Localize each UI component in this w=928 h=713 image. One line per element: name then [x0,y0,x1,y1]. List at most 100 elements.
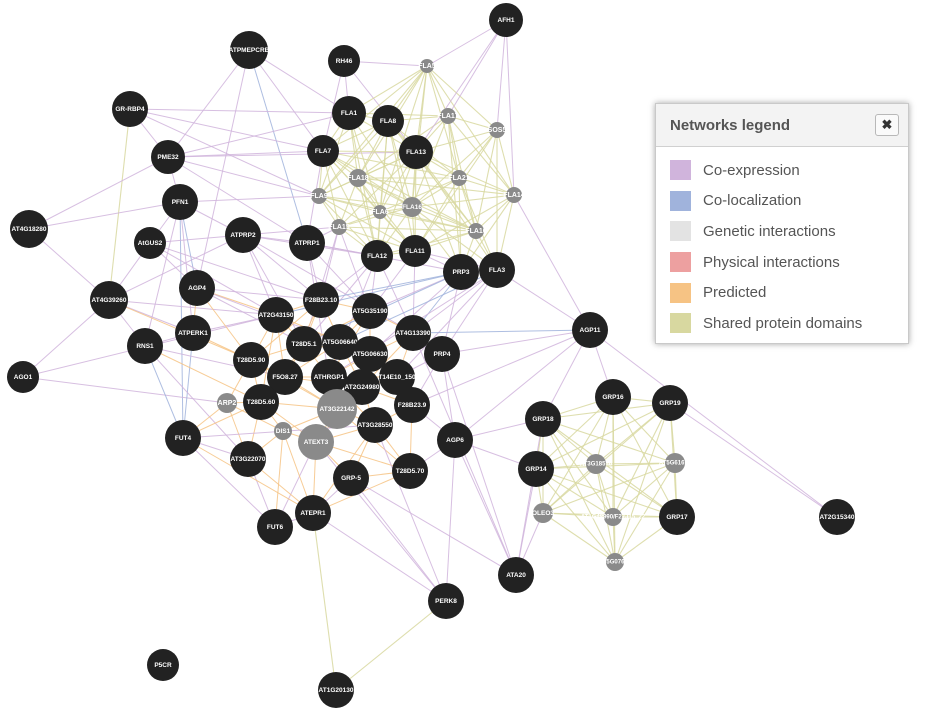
gene-node[interactable]: FLA21 [448,170,470,186]
gene-node[interactable]: AGP6 [437,422,473,458]
node-circle[interactable] [311,359,347,395]
node-circle[interactable] [179,270,215,306]
node-circle[interactable] [331,219,347,235]
gene-node[interactable]: P5CR [147,649,179,681]
gene-node[interactable]: FLA18 [347,169,369,187]
gene-node[interactable]: FLA6 [371,205,389,219]
node-circle[interactable] [322,324,358,360]
gene-node[interactable]: ATPERK1 [175,315,211,351]
node-circle[interactable] [357,407,393,443]
node-circle[interactable] [525,401,561,437]
gene-node[interactable]: AT3G22142 [317,389,357,429]
gene-node[interactable]: AT3G18570 [580,454,613,474]
node-circle[interactable] [295,495,331,531]
node-circle[interactable] [399,135,433,169]
gene-node[interactable]: RH46 [328,45,360,77]
gene-node[interactable]: FLA17 [437,108,459,124]
gene-node[interactable]: AGO1 [7,361,39,393]
node-circle[interactable] [127,328,163,364]
node-circle[interactable] [402,197,422,217]
node-circle[interactable] [233,342,269,378]
node-circle[interactable] [332,96,366,130]
gene-node[interactable]: AT4G18280 [10,210,48,248]
gene-node[interactable]: FLA14 [503,187,525,203]
gene-node[interactable]: AT3G28550 [357,407,393,443]
gene-node[interactable]: FLA12 [361,240,393,272]
node-circle[interactable] [372,105,404,137]
gene-node[interactable]: F5O8.27 [267,359,303,395]
gene-node[interactable]: T28D5.1 [286,326,322,362]
node-circle[interactable] [311,188,327,204]
node-circle[interactable] [303,282,339,318]
node-circle[interactable] [606,553,624,571]
gene-node[interactable]: OLEO3 [532,503,554,523]
node-circle[interactable] [90,281,128,319]
node-circle[interactable] [595,379,631,415]
gene-node[interactable]: ATPMEPCRB [229,31,270,69]
node-circle[interactable] [498,557,534,593]
gene-node[interactable]: ATPRP2 [225,217,261,253]
node-circle[interactable] [147,649,179,681]
node-circle[interactable] [10,210,48,248]
gene-node[interactable]: AFH1 [489,3,523,37]
gene-node[interactable]: ATA20 [498,557,534,593]
gene-node[interactable]: AGP11 [572,312,608,348]
networks-legend-panel[interactable]: Networks legend ✖ Co-expression Co-local… [655,103,909,344]
gene-node[interactable]: T28D5.60 [243,384,279,420]
node-circle[interactable] [395,315,431,351]
gene-node[interactable]: FLA9 [310,188,328,204]
gene-node[interactable]: FLA15 [328,219,350,235]
node-circle[interactable] [399,235,431,267]
gene-node[interactable]: PERK8 [428,583,464,619]
node-circle[interactable] [394,387,430,423]
gene-node[interactable]: FLA16 [402,197,422,217]
node-circle[interactable] [352,293,388,329]
node-circle[interactable] [257,509,293,545]
node-circle[interactable] [217,393,237,413]
node-circle[interactable] [165,420,201,456]
node-circle[interactable] [373,205,387,219]
node-circle[interactable] [298,424,334,460]
node-circle[interactable] [134,227,166,259]
node-circle[interactable] [518,451,554,487]
gene-node[interactable]: ATHRGP1 [311,359,347,395]
node-circle[interactable] [479,252,515,288]
node-circle[interactable] [468,223,484,239]
gene-node[interactable]: PME32 [151,140,185,174]
gene-node[interactable]: AT5G06630 [352,336,388,372]
node-circle[interactable] [489,122,505,138]
node-circle[interactable] [352,336,388,372]
gene-node[interactable]: AT4G13390 [395,315,431,351]
node-circle[interactable] [225,217,261,253]
gene-node[interactable]: GRP18 [525,401,561,437]
node-circle[interactable] [274,422,292,440]
close-icon[interactable]: ✖ [875,114,899,136]
gene-node[interactable]: ARP2 [217,393,237,413]
node-circle[interactable] [586,454,606,474]
gene-node[interactable]: FLA1 [332,96,366,130]
gene-node[interactable]: AT1G48990/F27J15_22 [581,508,646,526]
gene-node[interactable]: GRP19 [652,385,688,421]
gene-node[interactable]: AT2G15340 [819,499,855,535]
gene-node[interactable]: F28B23.9 [394,387,430,423]
node-circle[interactable] [451,170,467,186]
gene-node[interactable]: GRP17 [659,499,695,535]
node-circle[interactable] [440,108,456,124]
gene-node[interactable]: FLA7 [307,135,339,167]
gene-node[interactable]: FLA3 [479,252,515,288]
node-circle[interactable] [243,384,279,420]
node-circle[interactable] [489,3,523,37]
gene-node[interactable]: AT4G39260 [90,281,128,319]
node-circle[interactable] [379,359,415,395]
gene-node[interactable]: SOS5 [488,122,507,138]
node-circle[interactable] [151,140,185,174]
node-circle[interactable] [162,184,198,220]
gene-node[interactable]: ATPRP1 [289,225,325,261]
node-circle[interactable] [289,225,325,261]
node-circle[interactable] [286,326,322,362]
node-circle[interactable] [424,336,460,372]
node-circle[interactable] [230,441,266,477]
gene-node[interactable]: AtGUS2 [134,227,166,259]
node-circle[interactable] [443,254,479,290]
